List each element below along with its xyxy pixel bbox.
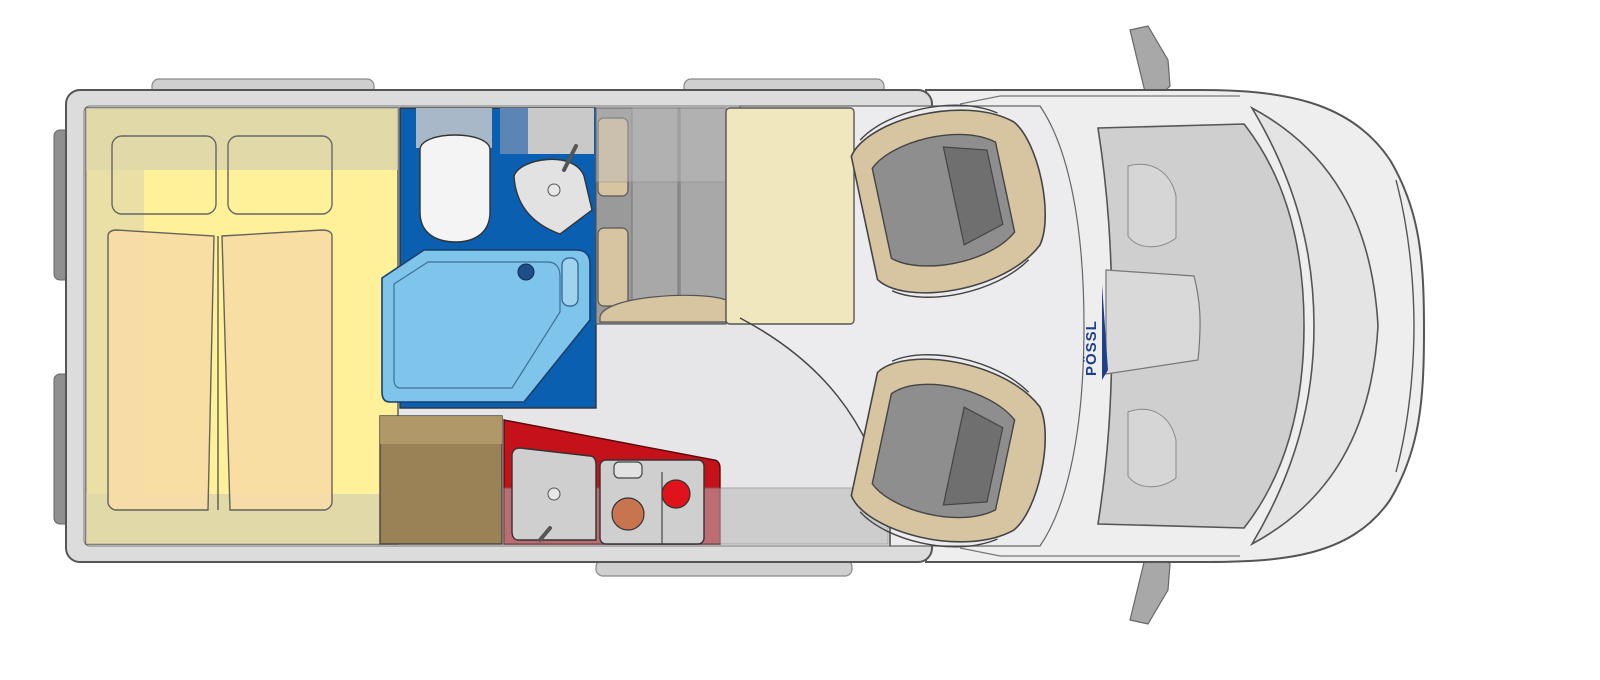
bench-backrest-2 (679, 107, 727, 319)
hood-line (1395, 179, 1415, 473)
pillow-left (111, 135, 217, 215)
mattress-right (221, 229, 333, 511)
burner-copper (611, 497, 645, 531)
shower-tray (381, 249, 591, 403)
washbasin-tap (562, 144, 578, 172)
dash-vent-top (1127, 163, 1177, 248)
washbasin-drain (547, 183, 561, 197)
cab-seat-top (850, 104, 1047, 298)
cab-seat-bottom (850, 354, 1047, 548)
pillow-right (227, 135, 333, 215)
bathroom-overhead-right (500, 108, 528, 154)
steering-column (1105, 269, 1201, 375)
stove-control (613, 461, 643, 479)
shower-soap-shelf (561, 257, 579, 307)
washbasin (513, 158, 593, 235)
brand-text: PÖSSL (1083, 320, 1100, 376)
sink-cabinet (528, 108, 594, 154)
storage-cabinet-top (380, 416, 502, 444)
mattress-left (107, 229, 215, 511)
door-line-bottom (959, 547, 1240, 557)
bed-overhead-cabinet (86, 108, 398, 170)
brand-swoosh (1102, 284, 1108, 380)
bench-backrest-1 (631, 107, 679, 319)
bench-armrest-bottom (597, 227, 629, 307)
sink-drain (547, 487, 561, 501)
side-mirror-top (1129, 25, 1171, 99)
toilet (419, 134, 491, 243)
burner-red (661, 479, 691, 509)
door-line-top (959, 95, 1240, 105)
brand-mark: PÖSSL (1083, 284, 1108, 380)
dash-vent-bottom (1127, 408, 1177, 488)
windshield (1249, 105, 1379, 547)
shower-drain (517, 263, 535, 281)
bench-armrest-top (597, 117, 629, 197)
sink-tap (538, 526, 552, 542)
shower-tray-inner (393, 261, 561, 389)
dinette-table (725, 107, 855, 325)
